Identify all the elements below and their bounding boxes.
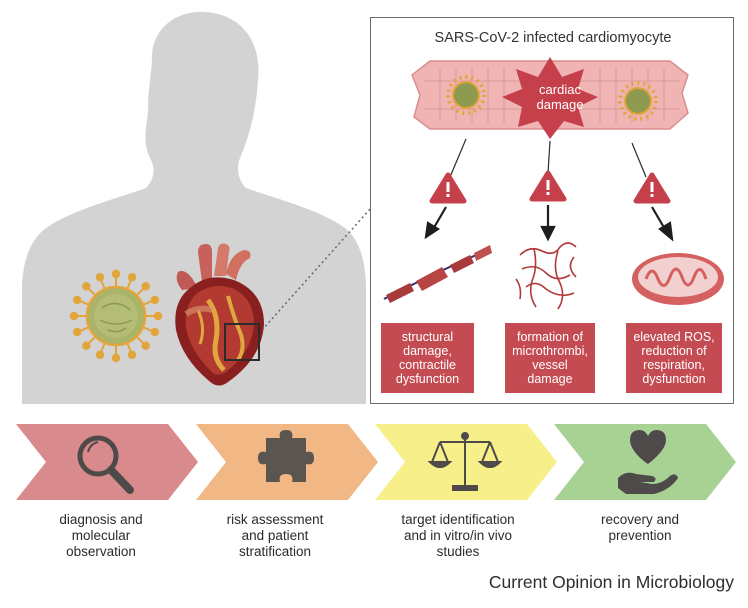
step-line: recovery and <box>600 512 680 527</box>
caption-line: vessel <box>532 358 568 372</box>
magnifier-icon <box>77 435 134 494</box>
step-line: prevention <box>608 528 672 543</box>
caption-line: dysfunction <box>395 372 460 386</box>
caption-line: damage, <box>403 344 452 358</box>
mitochondrion-image <box>632 253 724 305</box>
zoom-region-box <box>224 323 260 361</box>
virus-particle-right <box>618 81 658 121</box>
scales-icon <box>427 432 503 491</box>
chevron-diagnosis <box>16 424 198 500</box>
warning-icon <box>429 172 467 204</box>
thin-connector-lines <box>449 138 647 178</box>
step-line: target identification <box>401 512 515 527</box>
caption-line: structural <box>401 330 454 344</box>
cardiac-damage-label: cardiac damage <box>520 82 600 112</box>
step-line: stratification <box>238 544 312 559</box>
caption-line: contractile <box>399 358 456 372</box>
step-line: risk assessment <box>226 512 324 527</box>
cardiac-label-line: cardiac <box>539 82 581 97</box>
caption-line: formation of <box>516 330 583 344</box>
effect-arrows <box>424 205 674 242</box>
cardiac-damage-burst <box>502 57 598 139</box>
step-label-risk: risk assessment and patient stratificati… <box>190 512 360 560</box>
cardiac-label-line: damage <box>536 97 584 112</box>
caption-line: damage <box>527 372 573 386</box>
warning-icon <box>633 172 671 204</box>
step-line: diagnosis and <box>59 512 143 527</box>
step-label-target: target identification and in vitro/in vi… <box>368 512 548 560</box>
virus-particle-left <box>446 75 486 115</box>
heart-illustration <box>175 243 264 386</box>
caption-line: microthrombi, <box>512 344 588 358</box>
caption-line: reduction of <box>641 344 707 358</box>
inset-title: SARS-CoV-2 infected cardiomyocyte <box>434 30 672 46</box>
caption-line: elevated ROS, <box>633 330 715 344</box>
fragmented-fiber-image <box>383 245 492 303</box>
effect-caption-structural: structural damage, contractile dysfuncti… <box>381 323 474 393</box>
microvessel-network-image <box>515 242 577 310</box>
effect-caption-microthrombi: formation of microthrombi, vessel damage <box>505 323 595 393</box>
coronavirus-icon <box>69 269 163 363</box>
step-line: molecular <box>71 528 131 543</box>
heart-hand-icon <box>618 430 678 494</box>
caption-line: dysfunction <box>642 372 706 386</box>
puzzle-icon <box>258 430 314 482</box>
step-line: studies <box>436 544 480 559</box>
zoom-connector-line <box>261 207 370 331</box>
step-label-recovery: recovery and prevention <box>560 512 720 544</box>
caption-line: respiration, <box>643 358 705 372</box>
cardiomyocyte-diagram <box>383 57 724 310</box>
workflow-chevrons <box>16 424 736 500</box>
step-line: observation <box>66 544 136 559</box>
journal-footer: Current Opinion in Microbiology <box>488 572 734 592</box>
warning-icon <box>529 170 567 202</box>
step-label-diagnosis: diagnosis and molecular observation <box>16 512 186 560</box>
step-line: and in vitro/in vivo <box>403 528 513 543</box>
step-line: and patient <box>241 528 309 543</box>
effect-caption-ros: elevated ROS, reduction of respiration, … <box>626 323 722 393</box>
